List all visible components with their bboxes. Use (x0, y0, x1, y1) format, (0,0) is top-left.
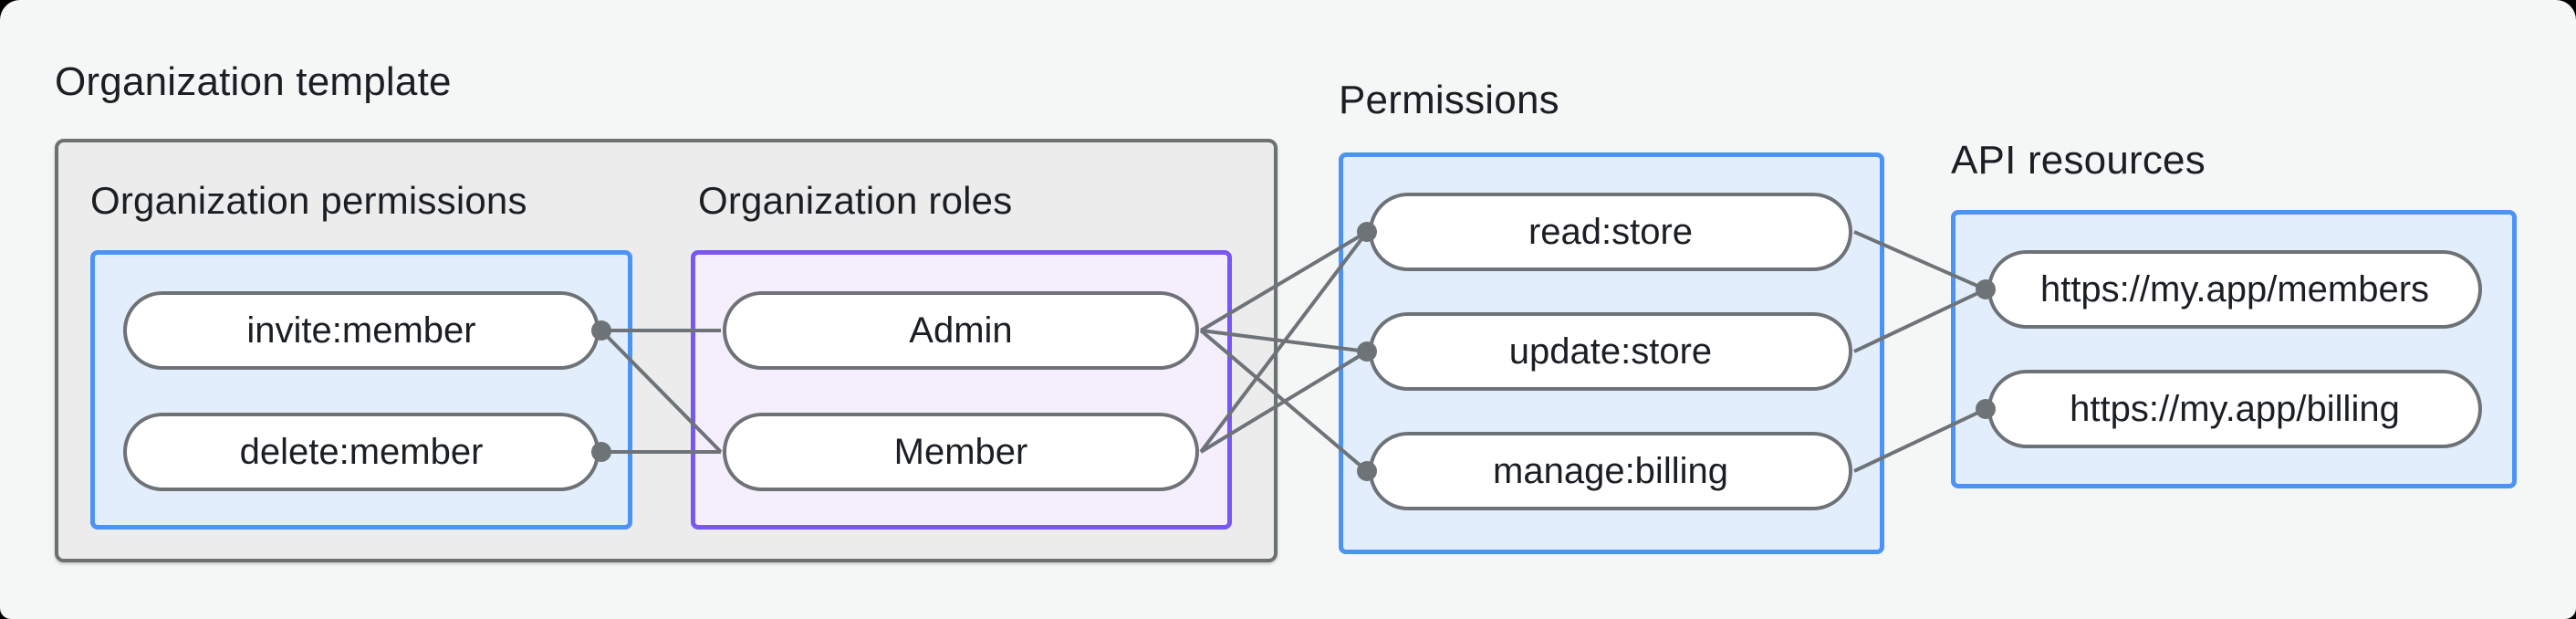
node-manage-billing-label: manage:billing (1493, 450, 1728, 491)
node-api-billing-label: https://my.app/billing (2070, 388, 2400, 429)
organization-template-label: Organization template (55, 59, 452, 104)
node-delete-member: delete:member (123, 413, 600, 491)
node-api-members-label: https://my.app/members (2039, 268, 2430, 310)
node-update-store: update:store (1369, 312, 1852, 391)
node-api-members: https://my.app/members (1987, 250, 2482, 329)
node-update-store-label: update:store (1508, 330, 1713, 372)
node-invite-member: invite:member (123, 291, 600, 370)
organization-permissions-label: Organization permissions (90, 179, 527, 222)
node-member-role-label: Member (893, 431, 1028, 472)
api-resources-label: API resources (1951, 138, 2206, 183)
node-api-billing: https://my.app/billing (1987, 370, 2482, 448)
node-member-role: Member (723, 413, 1199, 491)
node-manage-billing: manage:billing (1369, 432, 1852, 510)
organization-roles-label: Organization roles (698, 179, 1013, 222)
node-admin-role-label: Admin (909, 310, 1013, 351)
node-delete-member-label: delete:member (239, 431, 484, 472)
permissions-label: Permissions (1339, 78, 1559, 122)
node-read-store: read:store (1369, 193, 1852, 271)
node-invite-member-label: invite:member (246, 310, 476, 351)
node-admin-role: Admin (723, 291, 1199, 370)
node-read-store-label: read:store (1528, 211, 1694, 252)
